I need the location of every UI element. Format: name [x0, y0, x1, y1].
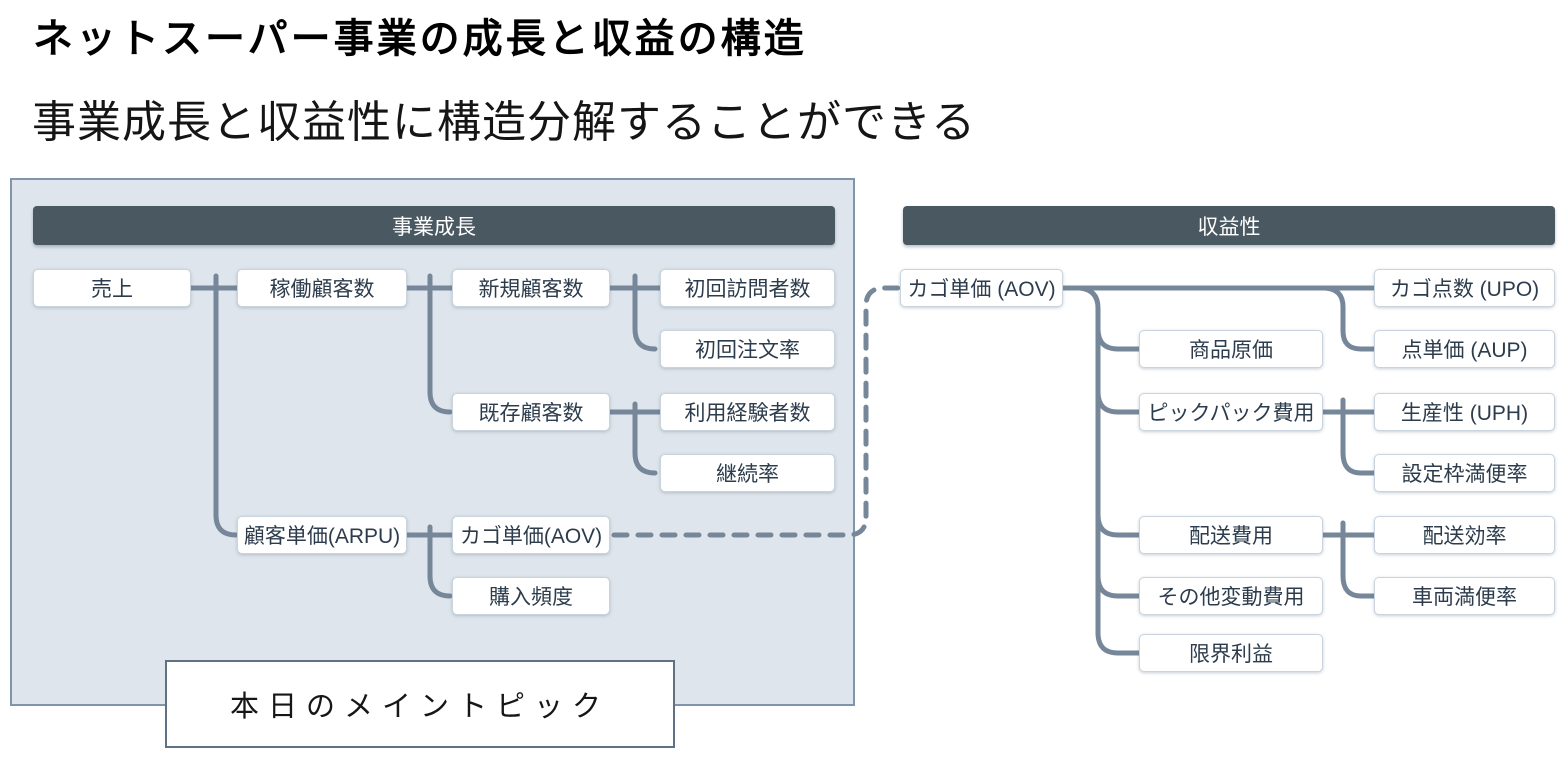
connector-trunk-delivery	[1095, 512, 1142, 538]
growth-header: 事業成長	[33, 206, 835, 245]
node-first-visitors: 初回訪問者数	[660, 269, 835, 307]
node-slot-fill-rate: 設定枠満便率	[1374, 454, 1555, 492]
node-aov-profit: カゴ単価 (AOV)	[900, 269, 1063, 307]
node-vehicle-fill-rate: 車両満便率	[1374, 577, 1555, 615]
profit-header: 収益性	[903, 206, 1555, 245]
node-existing-customers: 既存顧客数	[452, 393, 610, 431]
node-new-customers: 新規顧客数	[452, 269, 610, 307]
connector-delivery-vehiclefill	[1340, 520, 1377, 599]
connector-trunk-pickpack	[1095, 389, 1142, 415]
node-aup: 点単価 (AUP)	[1374, 330, 1555, 368]
node-delivery-efficiency: 配送効率	[1374, 516, 1555, 554]
node-other-variable-cost: その他変動費用	[1139, 577, 1323, 615]
connector-trunk-othervar	[1095, 573, 1142, 599]
node-product-cost: 商品原価	[1139, 330, 1323, 368]
page-title: ネットスーパー事業の成長と収益の構造	[33, 17, 807, 61]
node-pickpack-cost: ピックパック費用	[1139, 393, 1323, 431]
connector-pickpack-slotfill	[1340, 397, 1377, 476]
node-active-customers: 稼働顧客数	[237, 269, 407, 307]
node-aov-growth: カゴ単価(AOV)	[452, 516, 610, 554]
main-topic-callout: 本日のメイントピック	[165, 660, 675, 748]
connector-aov-costs-trunk	[1077, 285, 1142, 656]
node-sales: 売上	[33, 269, 191, 307]
node-delivery-cost: 配送費用	[1139, 516, 1323, 554]
node-purchase-frequency: 購入頻度	[452, 577, 610, 615]
growth-panel	[10, 178, 855, 706]
node-upo: カゴ点数 (UPO)	[1374, 269, 1555, 307]
connector-trunk-productcost	[1095, 326, 1142, 352]
connector-aov-aup	[1322, 285, 1377, 352]
node-first-order-rate: 初回注文率	[660, 330, 835, 368]
node-experienced-users: 利用経験者数	[660, 393, 835, 431]
node-arpu: 顧客単価(ARPU)	[237, 516, 407, 554]
page-subtitle: 事業成長と収益性に構造分解することができる	[32, 98, 977, 147]
node-uph: 生産性 (UPH)	[1374, 393, 1555, 431]
node-marginal-profit: 限界利益	[1139, 634, 1323, 672]
node-retention-rate: 継続率	[660, 454, 835, 492]
